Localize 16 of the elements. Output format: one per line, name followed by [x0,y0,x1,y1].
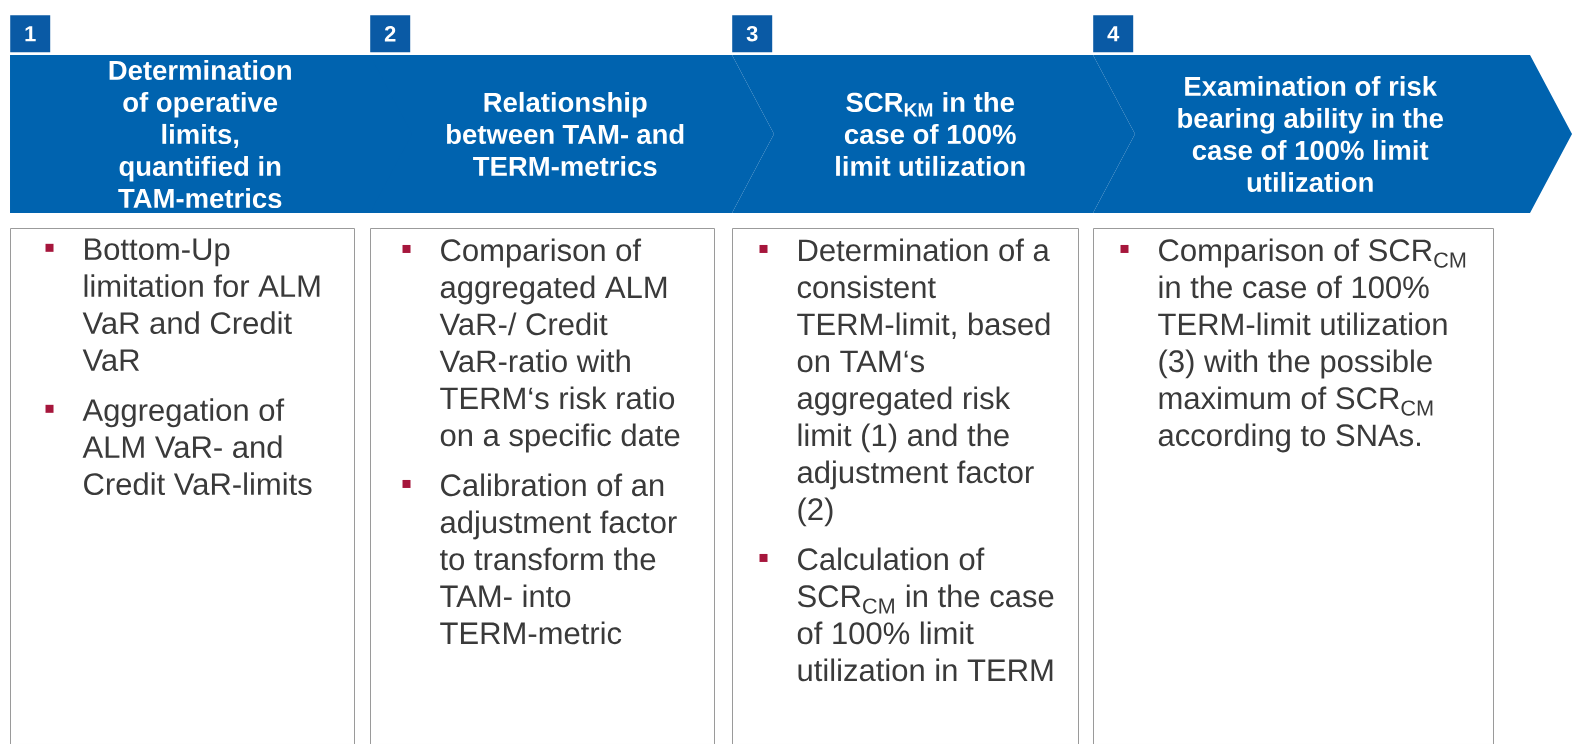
node-label: Examination of risk bearing ability in the case of 100% limit utilization [1178,75,1443,193]
text-box: Determination of a consistent TERM-limit, based on TAM‘s aggregated risk limit (1) and the adjustment factor (2) Calculation of SCR$_{CM}$ in the case of 100% limit utilization in TERM [732,228,1079,744]
step-banner: Determination of operative limits, quantified in TAM-metrics [10,55,414,213]
text-box: Comparison of aggregated ALM VaR-/ Credit VaR-ratio with TERM‘s risk ratio on a specific date Calibration of an adjustment factor to transform the TAM- into TERM-metric [370,228,715,744]
step-number-badge: 3 [732,15,773,53]
node-label: Relationship between TAM- and TERM-metrics [447,91,684,177]
step-number-badge: 2 [370,15,411,53]
step-banner: Relationship between TAM- and TERM-metrics [370,55,774,213]
node-label: SCR$_{KM}$ in the case of 100% limit utilization [836,91,1025,177]
text-box: Comparison of SCR$_{CM}$ in the case of 100% TERM-limit utilization (3) with the possible maximum of SCR$_{CM}$ according to SNAs. [1093,228,1494,744]
step-banner: Examination of risk bearing ability in the case of 100% limit utilization [1093,55,1572,213]
step-number-badge: 1 [10,15,51,53]
text-box: Bottom-Up limitation for ALM VaR and Credit VaR Aggregation of ALM VaR- and Credit VaR-limits [10,228,355,744]
step-number-badge: 4 [1093,15,1134,53]
node-label: Determination of operative limits, quantified in TAM-metrics [109,59,291,209]
step-banner: SCR$_{KM}$ in the case of 100% limit utilization [732,55,1135,213]
